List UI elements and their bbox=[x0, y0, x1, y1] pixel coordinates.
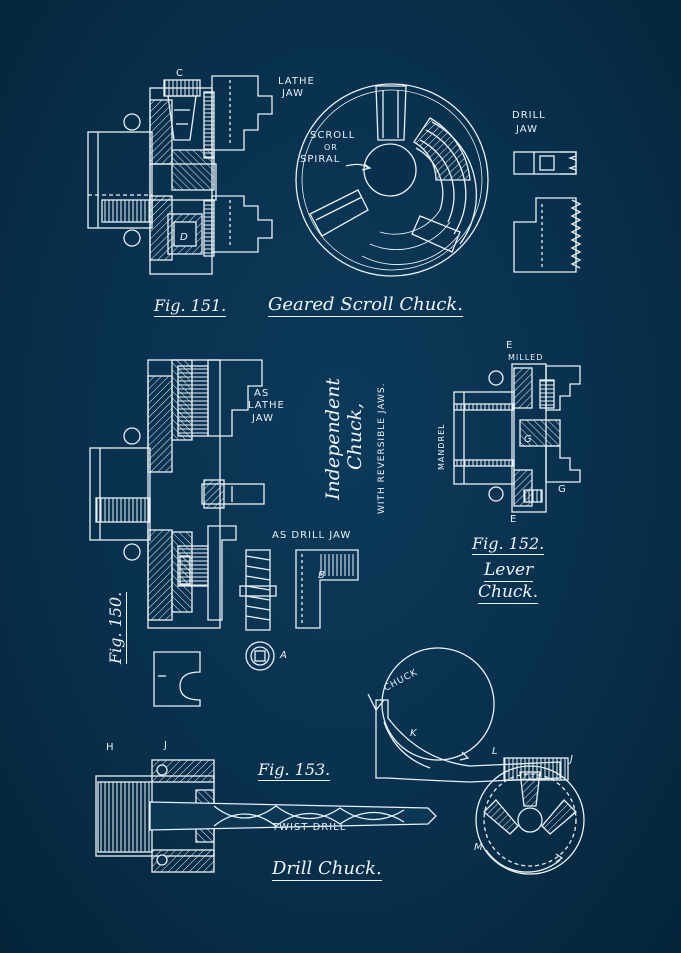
drill-jaw-label-2: JAW bbox=[516, 124, 538, 135]
as-lathe-label-3: JAW bbox=[252, 413, 274, 424]
label-a: A bbox=[280, 650, 288, 661]
as-lathe-label-2: LATHE bbox=[248, 400, 285, 411]
independent-subtitle: WITH REVERSIBLE JAWS. bbox=[377, 382, 387, 514]
fig152-caption: Fig. 152. bbox=[472, 534, 545, 555]
mandrel-label: MANDREL bbox=[437, 423, 446, 470]
milled-label: MILLED bbox=[508, 353, 544, 362]
as-lathe-label-1: AS bbox=[254, 388, 270, 399]
label-e-bottom: E bbox=[510, 514, 518, 525]
fig152-title-2: Chuck. bbox=[478, 582, 539, 604]
label-d: D bbox=[180, 232, 189, 243]
scroll-label-1: SCROLL bbox=[310, 130, 356, 141]
twist-drill bbox=[149, 801, 437, 831]
as-drill-jaw-label: AS DRILL JAW bbox=[272, 530, 352, 541]
label-e-top: E bbox=[506, 340, 514, 351]
lever-chuck-section bbox=[453, 363, 581, 513]
fig153-caption: Fig. 153. bbox=[258, 760, 331, 781]
fig151-caption: Fig. 151. bbox=[154, 296, 227, 317]
label-g: G bbox=[558, 484, 567, 495]
label-k: K bbox=[410, 728, 418, 739]
fig152-title-1: Lever bbox=[484, 560, 534, 582]
label-c: C bbox=[176, 68, 184, 79]
label-j-left: J bbox=[164, 740, 168, 751]
lathe-jaw-label-2: JAW bbox=[282, 88, 304, 99]
geared-scroll-chuck-section bbox=[87, 75, 273, 275]
drill-chuck-face bbox=[475, 765, 585, 875]
label-g-inner: G bbox=[524, 434, 533, 445]
label-h: H bbox=[106, 742, 115, 753]
independent-chuck-section bbox=[89, 359, 265, 629]
lathe-jaw-label-1: LATHE bbox=[278, 76, 315, 87]
drill-jaw-views bbox=[513, 151, 582, 273]
scroll-label-3: SPIRAL bbox=[300, 154, 341, 165]
lever-wrench bbox=[367, 647, 569, 783]
independent-jaw-parts bbox=[153, 549, 359, 707]
twist-drill-label: TWIST DRILL bbox=[272, 822, 347, 833]
fig153-title: Drill Chuck. bbox=[272, 858, 382, 881]
scroll-face-view bbox=[295, 83, 489, 277]
label-j-right: J bbox=[570, 754, 574, 765]
independent-title-2: Chuck, bbox=[344, 402, 366, 470]
label-b: B bbox=[318, 570, 326, 581]
scroll-label-2: OR bbox=[324, 143, 338, 152]
independent-title-1: Independent bbox=[322, 377, 344, 500]
drill-jaw-label-1: DRILL bbox=[512, 110, 546, 121]
label-l: L bbox=[492, 746, 499, 757]
label-m: M bbox=[474, 842, 484, 853]
fig151-title: Geared Scroll Chuck. bbox=[268, 294, 464, 317]
fig150-caption: Fig. 150. bbox=[106, 591, 127, 664]
